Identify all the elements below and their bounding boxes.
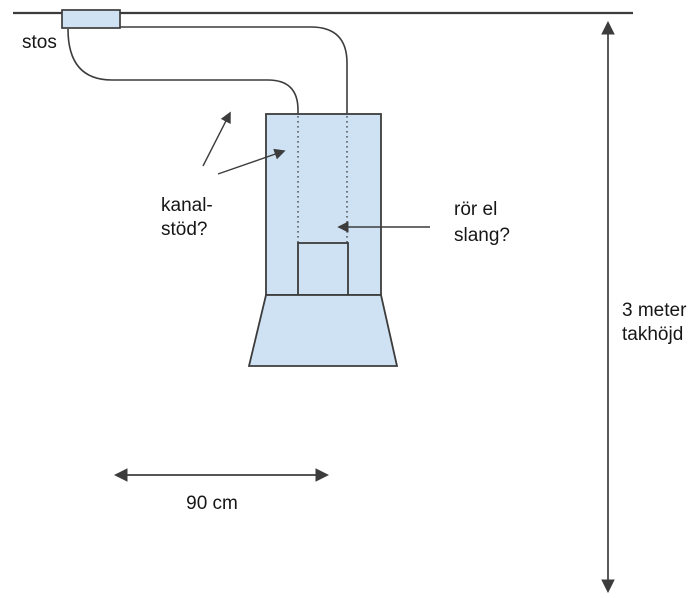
inner-box xyxy=(297,242,349,296)
duct-upper-line xyxy=(120,26,348,114)
width-label: 90 cm xyxy=(186,493,238,514)
ceiling-height-label: 3 meter takhöjd xyxy=(622,300,687,345)
kanal-stod-arrow-upper xyxy=(202,111,231,167)
stos-connector xyxy=(61,9,121,29)
ror-el-slang-label: rör el slang? xyxy=(454,199,510,246)
duct-lower-line xyxy=(67,28,299,114)
hood-canopy xyxy=(247,294,399,367)
kanal-stod-arrow-lower xyxy=(217,148,286,175)
kanal-stod-label: kanal- stöd? xyxy=(161,195,213,240)
stos-label: stos xyxy=(22,32,57,53)
